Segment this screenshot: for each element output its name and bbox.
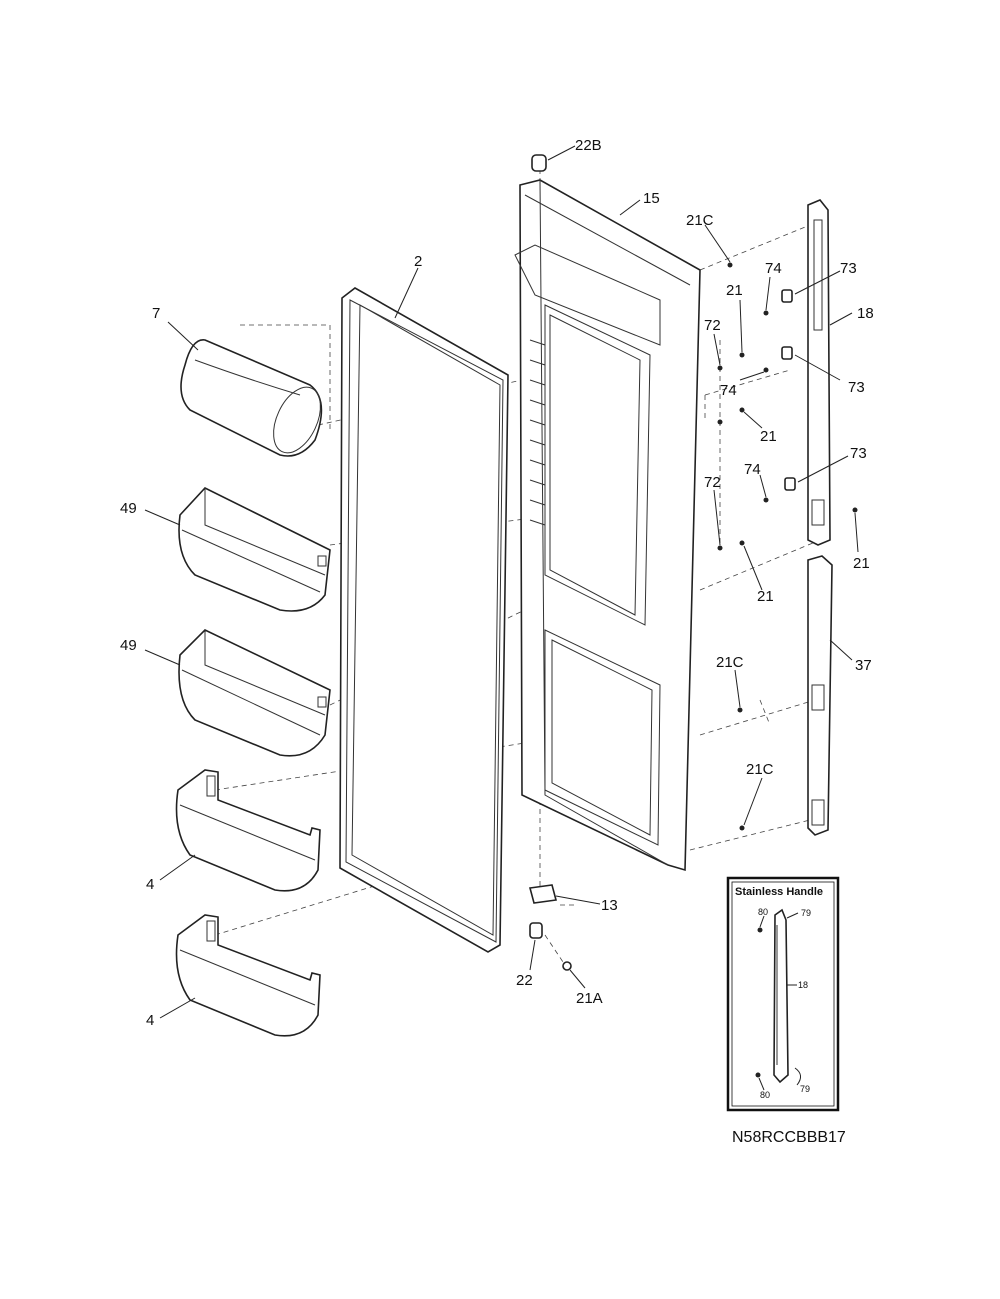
label-21c-mid: 21C — [716, 654, 744, 671]
label-22: 22 — [516, 972, 533, 989]
part-4-lower-bin — [175, 914, 321, 1037]
label-73-a: 73 — [840, 260, 857, 277]
callout-labels: 22B 15 21C 2 7 74 73 21 18 72 74 73 21 7… — [120, 137, 874, 1029]
inset-label-80-top: 80 — [758, 907, 768, 917]
label-21c-top: 21C — [686, 212, 714, 229]
part-4-upper-bin — [175, 769, 321, 892]
label-21-c: 21 — [853, 555, 870, 572]
diagram-code: N58RCCBBB17 — [732, 1129, 846, 1146]
inset-label-79-top: 79 — [801, 908, 811, 918]
label-73-b: 73 — [848, 379, 865, 396]
label-22b: 22B — [575, 137, 602, 154]
label-18: 18 — [857, 305, 874, 322]
label-7: 7 — [152, 305, 160, 322]
part-37-handle — [807, 555, 833, 836]
inset-label-79-bot: 79 — [800, 1084, 810, 1094]
label-21a: 21A — [576, 990, 603, 1007]
label-15: 15 — [643, 190, 660, 207]
label-2: 2 — [414, 253, 422, 270]
label-73-c: 73 — [850, 445, 867, 462]
label-21-a: 21 — [726, 282, 743, 299]
part-15-door — [514, 179, 701, 872]
part-2-gasket — [339, 287, 509, 953]
part-49-lower-bin — [178, 629, 331, 757]
part-22b-hinge-pin — [531, 154, 547, 172]
label-37: 37 — [855, 657, 872, 674]
label-72-b: 72 — [704, 474, 721, 491]
label-74-a: 74 — [765, 260, 782, 277]
label-4-a: 4 — [146, 876, 154, 893]
label-49-b: 49 — [120, 637, 137, 654]
label-72-a: 72 — [704, 317, 721, 334]
stainless-handle-inset: Stainless Handle 80 79 18 80 79 — [726, 876, 840, 1112]
part-22-bushing — [529, 922, 543, 939]
inset-label-80-bot: 80 — [760, 1090, 770, 1100]
part-21a-screw — [562, 961, 572, 971]
part-13-hinge — [528, 884, 558, 904]
inset-title: Stainless Handle — [735, 886, 823, 898]
door-shelf-rails — [529, 339, 546, 526]
label-21-b: 21 — [760, 428, 777, 445]
label-13: 13 — [601, 897, 618, 914]
label-49-a: 49 — [120, 500, 137, 517]
leader-lines — [144, 145, 859, 1019]
part-49-upper-bin — [178, 487, 331, 612]
part-18-handle — [807, 199, 831, 546]
part-7-cylinder — [180, 339, 323, 457]
inset-label-18: 18 — [798, 980, 808, 990]
label-4-b: 4 — [146, 1012, 154, 1029]
label-74-c: 74 — [744, 461, 761, 478]
label-21c-low: 21C — [746, 761, 774, 778]
label-74-b: 74 — [720, 382, 737, 399]
fasteners — [717, 262, 858, 831]
label-21-d: 21 — [757, 588, 774, 605]
